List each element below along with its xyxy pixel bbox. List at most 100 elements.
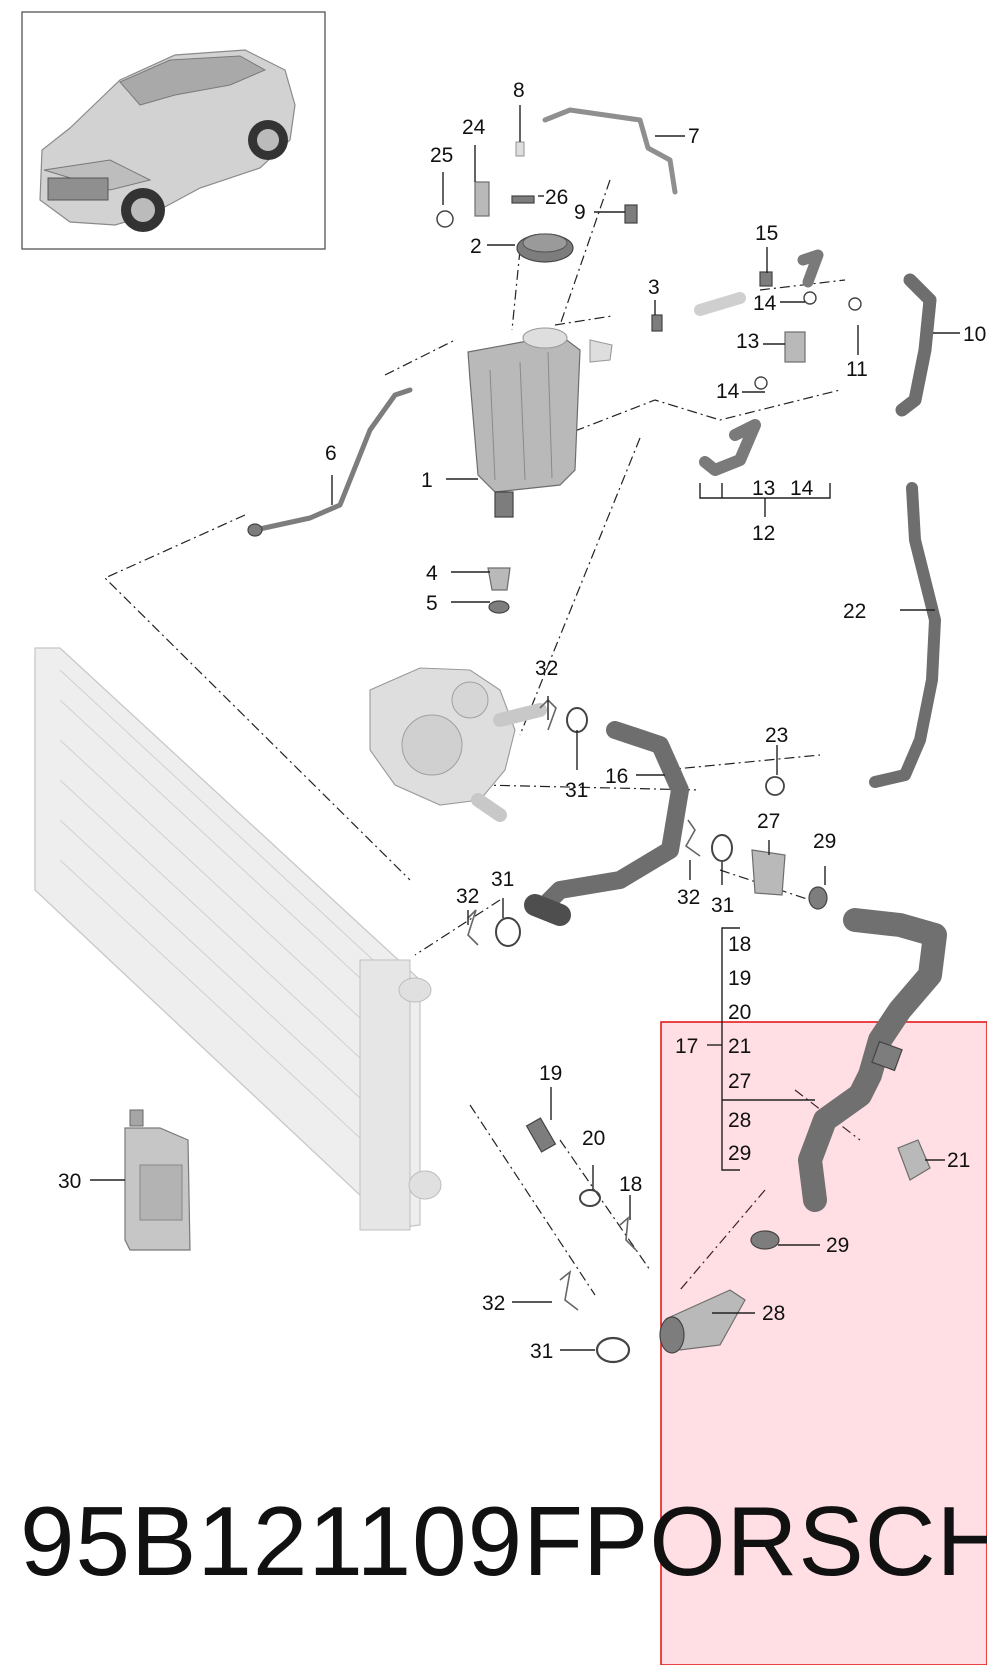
callout-20-list: 20 <box>728 1001 751 1024</box>
seal-ring <box>808 886 828 910</box>
callout-19-list: 19 <box>728 967 751 990</box>
callout-18-list: 18 <box>728 933 751 956</box>
callout-26: 26 <box>545 186 568 209</box>
callout-19: 19 <box>539 1062 562 1085</box>
callout-4: 4 <box>426 562 438 585</box>
retaining-clip <box>684 819 701 857</box>
seal-ring-29 <box>750 1230 780 1250</box>
o-ring <box>595 1336 631 1364</box>
callout-8: 8 <box>513 79 525 102</box>
retaining-clip <box>619 1216 637 1251</box>
hose-clamp <box>871 1040 903 1072</box>
callout-32: 32 <box>482 1292 505 1315</box>
callout-16: 16 <box>605 765 628 788</box>
connector-28-end <box>659 1316 685 1354</box>
coolant-hose-upper <box>895 273 937 417</box>
callout-13-group: 13 <box>752 477 775 500</box>
callout-23: 23 <box>765 724 788 747</box>
thermostat-housing <box>369 667 547 822</box>
callout-21-list: 21 <box>728 1035 751 1058</box>
retaining-clip <box>467 909 479 946</box>
o-ring <box>566 707 588 733</box>
callout-18: 18 <box>619 1173 642 1196</box>
callout-20: 20 <box>582 1127 605 1150</box>
callout-31: 31 <box>565 779 588 802</box>
callout-1: 1 <box>421 469 433 492</box>
callout-2: 2 <box>470 235 482 258</box>
tank-cap <box>516 233 574 263</box>
callout-15: 15 <box>755 222 778 245</box>
bolt <box>511 195 535 204</box>
callout-14: 14 <box>716 380 740 403</box>
clamp <box>754 376 768 390</box>
callout-14: 14 <box>753 292 777 315</box>
callout-29: 29 <box>826 1234 849 1257</box>
leader-lines <box>90 105 960 1351</box>
expansion-tank <box>467 327 613 518</box>
callout-9: 9 <box>574 201 586 224</box>
callout-14-group: 14 <box>790 477 814 500</box>
hose-elbow <box>797 249 824 288</box>
retaining-clip <box>559 1270 579 1311</box>
coolant-hose-right <box>869 482 941 788</box>
o-ring <box>711 834 733 862</box>
radiator <box>34 647 442 1231</box>
vent-line <box>252 387 413 533</box>
callout-31: 31 <box>530 1340 553 1363</box>
temperature-sensor <box>525 1117 557 1153</box>
retaining-clip <box>539 698 557 731</box>
vehicle-thumbnail <box>21 11 326 250</box>
sensor <box>474 181 490 217</box>
connector-fitting <box>487 567 511 614</box>
callout-28: 28 <box>762 1302 785 1325</box>
callout-31: 31 <box>711 894 734 917</box>
hose-clamp <box>765 776 785 796</box>
callout-11: 11 <box>846 358 868 381</box>
callout-10: 10 <box>963 323 986 346</box>
coolant-hose-lower <box>536 721 689 914</box>
vent-line-upper <box>542 107 678 195</box>
callout-28-list: 28 <box>728 1109 751 1132</box>
brand-name: PORSCHE <box>583 1486 987 1596</box>
callout-12: 12 <box>752 522 775 545</box>
hose-coupling <box>524 894 571 926</box>
callout-3: 3 <box>648 276 660 299</box>
o-ring <box>495 917 521 947</box>
bracket <box>624 204 638 224</box>
coolant-bottle <box>124 1109 191 1251</box>
callout-25: 25 <box>430 144 453 167</box>
callout-17: 17 <box>675 1035 698 1058</box>
suv-icon <box>39 49 296 232</box>
seal-ring <box>579 1189 601 1207</box>
connector-fitting <box>751 849 786 896</box>
hose-connector <box>784 331 806 363</box>
callout-6: 6 <box>325 442 337 465</box>
callout-7: 7 <box>688 125 700 148</box>
part-number: 95B121109F <box>20 1486 584 1596</box>
callout-13: 13 <box>736 330 759 353</box>
screw <box>651 314 663 332</box>
callout-5: 5 <box>426 592 438 615</box>
callout-27-list: 27 <box>728 1070 751 1093</box>
hose-clip <box>515 141 525 157</box>
callout-31: 31 <box>491 868 514 891</box>
callout-labels: 1 2 3 4 5 6 7 8 9 10 11 12 13 13 14 14 1… <box>58 79 986 1363</box>
connection-lines <box>103 179 861 1296</box>
callout-22: 22 <box>843 600 866 623</box>
callout-29-list: 29 <box>728 1142 751 1165</box>
callout-32: 32 <box>456 885 479 908</box>
callout-21: 21 <box>947 1149 970 1172</box>
callout-30: 30 <box>58 1170 81 1193</box>
connector-pipe <box>694 292 746 316</box>
callout-27: 27 <box>757 810 780 833</box>
coolant-hose-17 <box>798 908 947 1212</box>
callout-24: 24 <box>462 116 486 139</box>
hose-clip <box>759 271 773 287</box>
callout-32: 32 <box>535 657 558 680</box>
coolant-hose-assembly <box>699 419 761 476</box>
clamp-21 <box>897 1139 931 1181</box>
callout-32: 32 <box>677 886 700 909</box>
clamp <box>848 297 862 311</box>
clamp <box>803 291 817 305</box>
